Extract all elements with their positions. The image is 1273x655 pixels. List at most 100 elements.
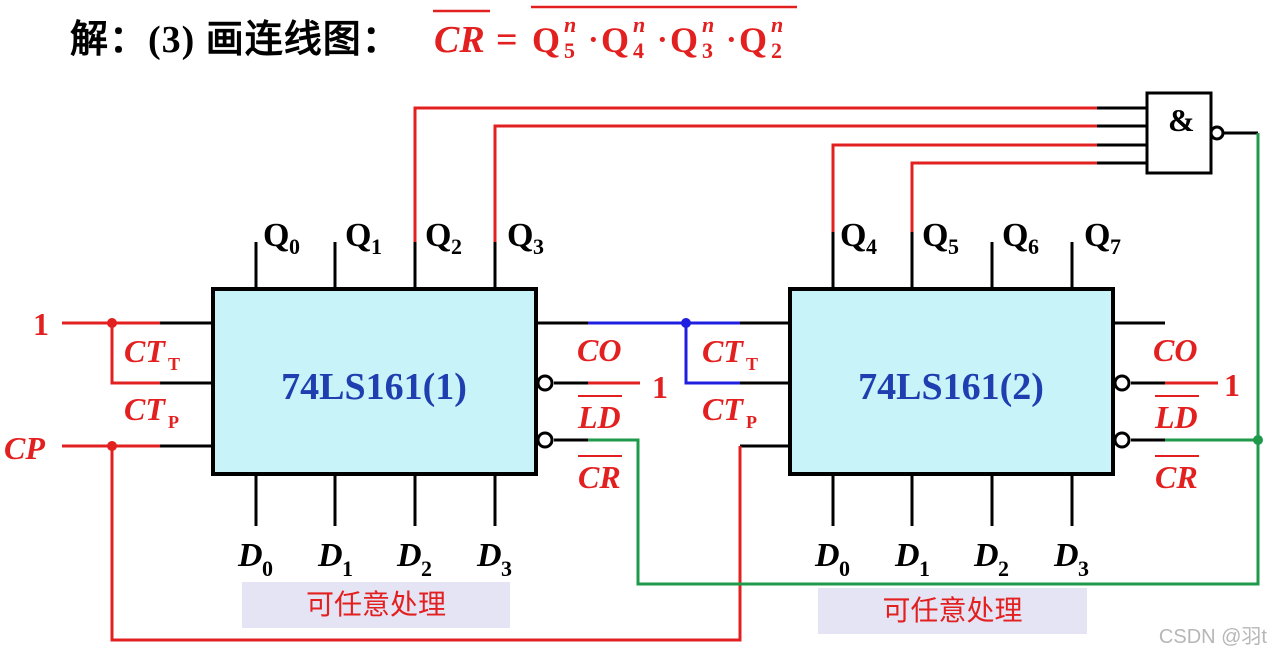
expr-q5: Q — [532, 20, 560, 60]
wire-q4 — [831, 143, 1097, 232]
svg-text:3: 3 — [501, 556, 512, 581]
chip-2-ctp-label: CT — [702, 391, 744, 427]
input-cp-label: CP — [4, 430, 45, 466]
svg-text:3: 3 — [533, 234, 544, 259]
chip-2-co-label: CO — [1153, 332, 1197, 368]
chip-2-q6-label: Q — [1002, 217, 1028, 254]
wire-ctp-tie — [110, 323, 160, 385]
wire-carry-ctp — [684, 323, 740, 385]
svg-text:1: 1 — [371, 234, 382, 259]
svg-text:2: 2 — [998, 556, 1009, 581]
chip-2-note: 可任意处理 — [818, 588, 1087, 634]
wire-cr-feedback — [588, 133, 1260, 586]
chip-1-body — [211, 287, 538, 476]
svg-text:0: 0 — [262, 556, 273, 581]
svg-text:n: n — [702, 12, 714, 37]
and-gate-symbol: & — [1168, 102, 1195, 138]
chip-1-co-label: CO — [577, 332, 621, 368]
chip-1-cr-bubble — [536, 431, 554, 449]
svg-text:7: 7 — [1110, 234, 1121, 259]
svg-text:·: · — [588, 21, 599, 57]
chip-2-ld-label: LD — [1154, 399, 1198, 435]
wire-cp-to-chip2 — [110, 446, 742, 642]
chip-2-ld-value: 1 — [1224, 367, 1240, 403]
chip-2-d3-label: D — [1053, 537, 1079, 574]
expr-q2: Q — [739, 20, 767, 60]
chip-1-output-pins — [160, 242, 588, 526]
svg-text:4: 4 — [633, 38, 644, 63]
chip-2-ctt-label: CT — [702, 333, 744, 369]
chip-1-ld-label: LD — [577, 399, 621, 435]
page-title: 解：(3) 画连线图： — [70, 8, 401, 63]
svg-text:n: n — [771, 12, 783, 37]
expr-eq: = — [496, 19, 518, 61]
svg-text:P: P — [746, 412, 757, 432]
svg-text:T: T — [168, 354, 180, 374]
svg-text:0: 0 — [839, 556, 850, 581]
svg-text:n: n — [564, 12, 576, 37]
svg-text:2: 2 — [421, 556, 432, 581]
junction-dot — [107, 318, 117, 328]
chip-2-d0-label: D — [814, 537, 840, 574]
svg-text:·: · — [657, 21, 668, 57]
svg-text:5: 5 — [948, 234, 959, 259]
chip-1: 74LS161(1) Q 0 Q 1 Q 2 Q — [124, 217, 668, 581]
svg-text:·: · — [726, 21, 737, 57]
title-expression: CR = Q 5 n · Q 4 n · Q 3 n · Q 2 n — [433, 5, 797, 63]
svg-text:4: 4 — [866, 234, 877, 259]
svg-text:2: 2 — [771, 38, 782, 63]
svg-text:2: 2 — [451, 234, 462, 259]
svg-text:0: 0 — [289, 234, 300, 259]
chip-1-d1-label: D — [317, 537, 343, 574]
chip-2-name: 74LS161(2) — [858, 366, 1044, 408]
chip-1-ctp-label: CT — [124, 391, 166, 427]
expr-q3: Q — [670, 20, 698, 60]
junction-dot — [681, 318, 691, 328]
input-one-label: 1 — [33, 306, 49, 342]
chip-2: 74LS161(2) Q 4 Q 5 Q 6 Q 7 — [702, 217, 1240, 581]
svg-text:n: n — [633, 12, 645, 37]
chip-2-d1-label: D — [894, 537, 920, 574]
chip-2-cr-bubble — [1113, 431, 1131, 449]
chip-1-cr-label: CR — [578, 459, 621, 495]
wire-q5 — [910, 161, 1097, 232]
chip-1-q3-label: Q — [507, 217, 533, 254]
title-prefix: 解：(3) 画连线图： — [70, 19, 401, 61]
chip-2-d2-label: D — [973, 537, 999, 574]
watermark: CSDN @羽t — [1158, 626, 1267, 648]
svg-text:T: T — [746, 354, 758, 374]
svg-text:5: 5 — [564, 38, 575, 63]
wire-q2 — [413, 106, 1097, 242]
svg-text:1: 1 — [342, 556, 353, 581]
svg-text:P: P — [168, 412, 179, 432]
chip-2-pins — [740, 232, 1165, 526]
chip-2-cr-label: CR — [1155, 459, 1198, 495]
chip-1-q0-label: Q — [263, 217, 289, 254]
chip-2-q4-label: Q — [840, 217, 866, 254]
svg-text:1: 1 — [919, 556, 930, 581]
chip-1-q1-label: Q — [345, 217, 371, 254]
wire-q3 — [493, 124, 1097, 242]
chip-1-d0-label: D — [237, 537, 263, 574]
chip-1-d3-label: D — [476, 537, 502, 574]
junction-dot — [107, 441, 117, 451]
chip-2-q5-label: Q — [922, 217, 948, 254]
svg-text:6: 6 — [1028, 234, 1039, 259]
chip-1-d2-label: D — [396, 537, 422, 574]
chip-1-name: 74LS161(1) — [281, 366, 467, 408]
chip-1-ld-bubble — [536, 374, 554, 392]
svg-text:3: 3 — [1078, 556, 1089, 581]
chip-2-q7-label: Q — [1084, 217, 1110, 254]
expr-lhs: CR — [434, 19, 485, 61]
expr-q4: Q — [601, 20, 629, 60]
chip-1-ld-value: 1 — [652, 369, 668, 405]
and-gate: & — [1097, 91, 1258, 175]
chip-2-ld-bubble — [1113, 374, 1131, 392]
chip-2-body — [788, 287, 1115, 476]
chip-1-ctt-label: CT — [124, 333, 166, 369]
junction-dot — [1253, 435, 1263, 445]
chip-1-q2-label: Q — [425, 217, 451, 254]
svg-text:3: 3 — [702, 38, 713, 63]
chip-1-note: 可任意处理 — [242, 582, 510, 628]
